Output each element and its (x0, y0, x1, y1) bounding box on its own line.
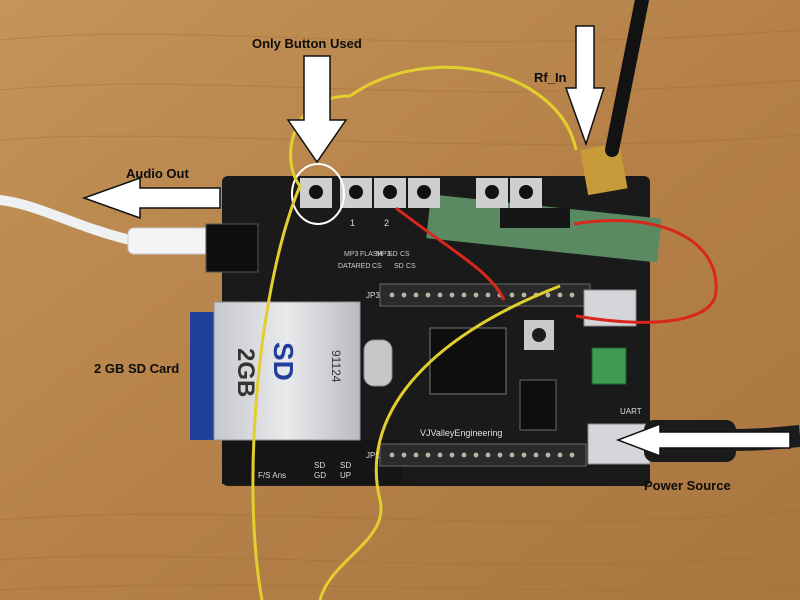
button-number-2: 2 (384, 218, 389, 228)
label-power-source: Power Source (644, 478, 731, 493)
label-rf-in: Rf_In (534, 70, 567, 85)
audio-jack (205, 223, 259, 273)
jumper-label-7: SD (394, 263, 404, 270)
jumper-label-1: MP3 (344, 251, 359, 258)
jumper-label-8: MP3 (376, 251, 391, 258)
sd-card-serial: 91124 (329, 350, 343, 383)
memory-chip (519, 379, 557, 431)
bottom-label-5: UP (340, 471, 351, 480)
header-label-uart: UART (620, 407, 642, 416)
antenna-connector (580, 142, 628, 196)
power-connector-green (591, 347, 627, 385)
arrow-rf-in (564, 25, 606, 147)
bottom-label-1: F/S Ans (258, 471, 286, 480)
jumper-label-6: CS (400, 251, 410, 258)
sd-card-capacity: 2GB (232, 348, 259, 397)
header-row-bottom (379, 443, 587, 467)
jumper-label-2: FLASH (360, 251, 383, 258)
arrow-only-button (286, 55, 348, 164)
audio-jack-plug (127, 227, 211, 255)
jumper-label-9: CS (406, 263, 416, 270)
wood-grain (0, 29, 800, 591)
jumper-label-3: DATARED (338, 263, 370, 270)
antenna (605, 0, 649, 157)
red-wire (395, 206, 718, 324)
sd-card-logo: SD (268, 342, 299, 381)
jumper-label-5: SD (388, 251, 398, 258)
header-label-jp3: JP3 (366, 291, 380, 300)
jumper-label-4: CS (372, 263, 382, 270)
label-only-button-used: Only Button Used (252, 36, 362, 51)
reset-button-cap (532, 328, 546, 342)
only-button-highlight (291, 163, 345, 225)
button-number-1: 1 (350, 218, 355, 228)
usb-port-bottom (587, 423, 651, 465)
audio-cable (0, 195, 135, 245)
bottom-label-4: SD (340, 461, 351, 470)
sd-card (213, 301, 361, 441)
crystal (363, 339, 393, 387)
header-label-jp1: JP1 (366, 451, 380, 460)
label-audio-out: Audio Out (126, 166, 189, 181)
arrow-power-source (615, 422, 791, 458)
arrow-audio-out (81, 176, 221, 220)
microcontroller-chip (429, 327, 507, 395)
board-maker: VJValleyEngineering (420, 428, 502, 438)
bottom-label-2: SD (314, 461, 325, 470)
rf-module (426, 194, 662, 263)
bottom-label-3: GD (314, 471, 326, 480)
button-row (300, 178, 542, 208)
rf-module-connector (500, 208, 570, 228)
label-sd-card: 2 GB SD Card (94, 361, 180, 376)
